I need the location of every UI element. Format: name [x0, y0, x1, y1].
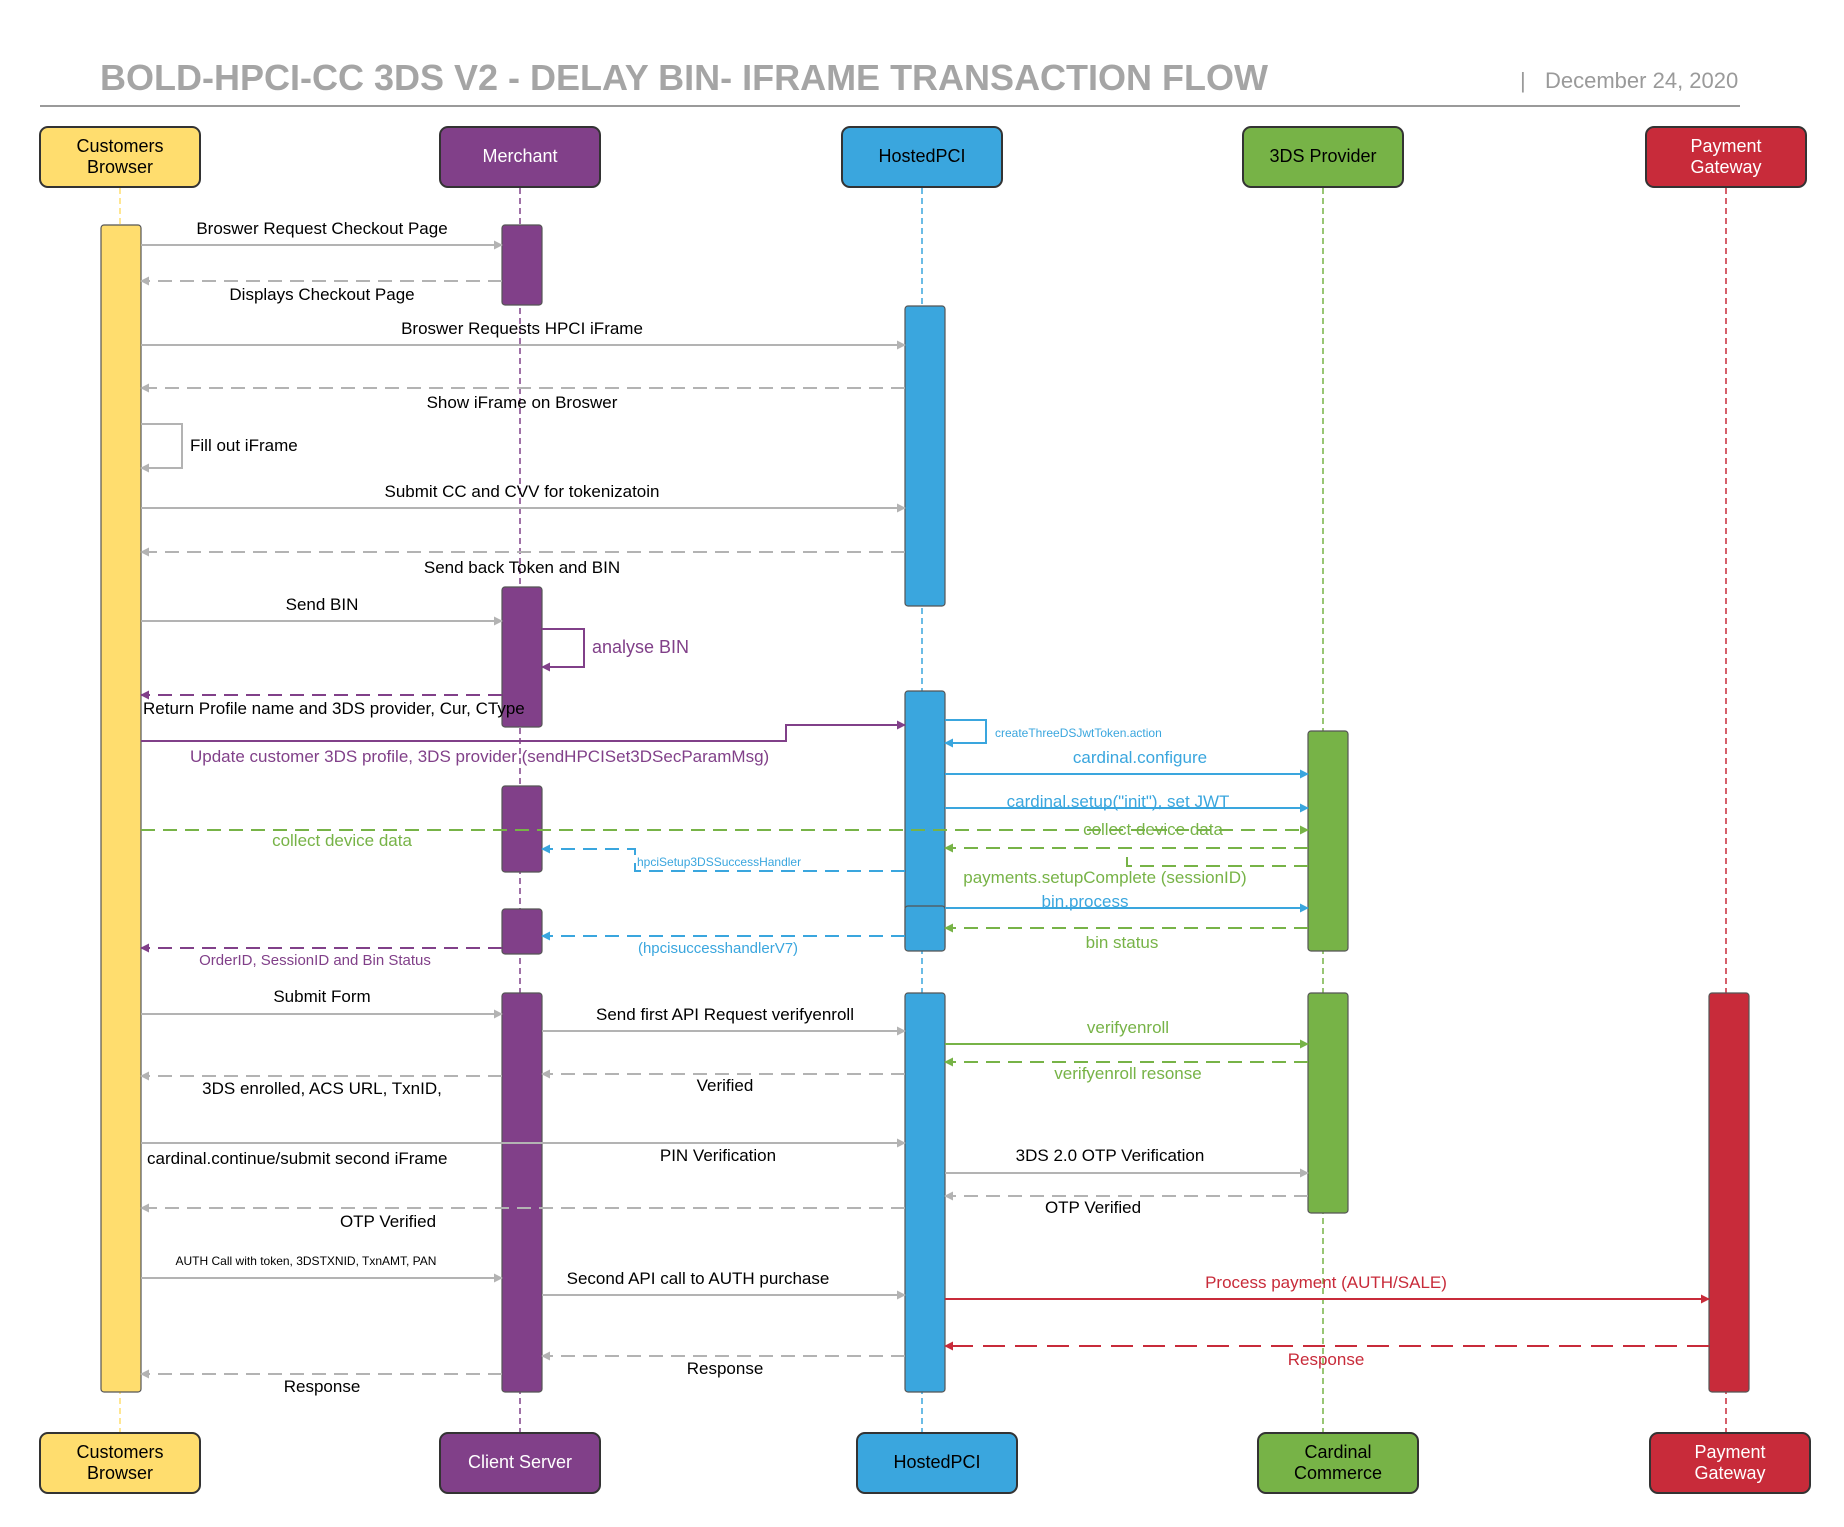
msg-gateway-response-label: Response — [1288, 1350, 1365, 1369]
msg-pin-verification-label: PIN Verification — [660, 1146, 776, 1165]
msg-send-bin-label: Send BIN — [286, 595, 359, 614]
msg-analyse-bin-label: analyse BIN — [592, 637, 689, 657]
msg-analyse-bin-arrow — [541, 628, 585, 672]
participant-hostedpci-bottom: HostedPCI — [856, 1432, 1018, 1494]
activation-merchant-5 — [501, 992, 543, 1393]
activation-gateway — [1708, 992, 1750, 1393]
msg-verifyenroll-label: verifyenroll — [1087, 1018, 1169, 1037]
activation-merchant-1 — [501, 224, 543, 306]
participant-hostedpci-top: HostedPCI — [841, 126, 1003, 188]
svg-text:3DS Provider: 3DS Provider — [1269, 146, 1376, 166]
msg-second-api-call-label: Second API call to AUTH purchase — [567, 1269, 830, 1288]
participant-gateway-bottom: Payment Gateway — [1649, 1432, 1811, 1494]
msg-bin-process-label: bin.process — [1042, 892, 1129, 911]
activation-hostedpci-4 — [904, 992, 946, 1393]
svg-text:Gateway: Gateway — [1690, 157, 1761, 177]
header-separator: | — [1520, 68, 1526, 93]
msg-verified-label: Verified — [697, 1076, 754, 1095]
msg-display-checkout-label: Displays Checkout Page — [229, 285, 414, 304]
svg-text:Customers: Customers — [76, 1442, 163, 1462]
msg-orderid-label: OrderID, SessionID and Bin Status — [199, 952, 431, 969]
msg-cardinal-setup-label: cardinal.setup("init"), set JWT — [1007, 792, 1230, 811]
msg-setup-complete-label: payments.setupComplete (sessionID) — [963, 868, 1246, 887]
msg-return-profile-label: Return Profile name and 3DS provider, Cu… — [143, 699, 525, 718]
svg-text:Merchant: Merchant — [482, 146, 557, 166]
msg-cardinal-continue-label: cardinal.continue/submit second iFrame — [147, 1149, 447, 1168]
participant-cardinal-bottom: Cardinal Commerce — [1257, 1432, 1419, 1494]
participant-browser-top: Customers Browser — [39, 126, 201, 188]
msg-success-handler-v7-label: (hpcisuccesshandlerV7) — [638, 940, 798, 957]
svg-text:Cardinal: Cardinal — [1304, 1442, 1371, 1462]
msg-otp-verified-browser-label: OTP Verified — [340, 1212, 436, 1231]
svg-text:Commerce: Commerce — [1294, 1463, 1382, 1483]
participant-browser-bottom: Customers Browser — [39, 1432, 201, 1494]
activation-provider-1 — [1307, 730, 1349, 952]
activation-merchant-2 — [501, 586, 543, 728]
msg-submit-cc-label: Submit CC and CVV for tokenizatoin — [385, 482, 660, 501]
msg-merchant-response-label: Response — [284, 1377, 361, 1396]
participant-3ds-provider-top: 3DS Provider — [1242, 126, 1404, 188]
participant-merchant-top: Merchant — [439, 126, 601, 188]
svg-text:Customers: Customers — [76, 136, 163, 156]
msg-otp-verified-hpci-label: OTP Verified — [1045, 1198, 1141, 1217]
msg-fill-iframe-label: Fill out iFrame — [190, 436, 298, 455]
header-date: December 24, 2020 — [1545, 68, 1738, 93]
diagram-title: BOLD-HPCI-CC 3DS V2 - DELAY BIN- IFRAME … — [100, 57, 1268, 98]
activation-hostedpci-1 — [904, 305, 946, 607]
svg-text:Client Server: Client Server — [468, 1452, 572, 1472]
svg-text:Gateway: Gateway — [1694, 1463, 1765, 1483]
msg-collect-device-hpci-label: collect device data — [1083, 820, 1223, 839]
msg-token-bin-label: Send back Token and BIN — [424, 558, 620, 577]
msg-bin-status-label: bin status — [1086, 933, 1159, 952]
activation-hostedpci-3 — [904, 905, 946, 952]
msg-request-iframe-label: Broswer Requests HPCI iFrame — [401, 319, 643, 338]
svg-text:Browser: Browser — [87, 1463, 153, 1483]
msg-show-iframe-label: Show iFrame on Broswer — [427, 393, 618, 412]
participant-gateway-top: Payment Gateway — [1645, 126, 1807, 188]
msg-3ds-enrolled-label: 3DS enrolled, ACS URL, TxnID, — [202, 1079, 442, 1098]
msg-verifyenroll-response-label: verifyenroll resonse — [1054, 1064, 1201, 1083]
msg-request-checkout-label: Broswer Request Checkout Page — [196, 219, 447, 238]
msg-otp-verification-label: 3DS 2.0 OTP Verification — [1016, 1146, 1205, 1165]
activation-provider-2 — [1307, 992, 1349, 1214]
msg-cardinal-configure-label: cardinal.configure — [1073, 748, 1207, 767]
msg-setup-complete-arrow — [1126, 857, 1308, 867]
msg-auth-call-label: AUTH Call with token, 3DSTXNID, TxnAMT, … — [176, 1254, 437, 1268]
msg-setup-success-handler-label: hpciSetup3DSSuccessHandler — [637, 855, 801, 869]
activation-merchant-4 — [501, 908, 543, 955]
msg-create-jwt-label: createThreeDSJwtToken.action — [995, 726, 1162, 740]
msg-create-jwt-arrow — [944, 719, 987, 748]
msg-process-payment-label: Process payment (AUTH/SALE) — [1205, 1273, 1447, 1292]
svg-text:HostedPCI: HostedPCI — [893, 1452, 980, 1472]
svg-text:Browser: Browser — [87, 157, 153, 177]
msg-submit-form-label: Submit Form — [273, 987, 370, 1006]
msg-update-profile-arrow — [141, 720, 906, 742]
msg-update-profile-label: Update customer 3DS profile, 3DS provide… — [190, 747, 769, 766]
msg-hpci-response-label: Response — [687, 1359, 764, 1378]
msg-setup-success-handler-arrow — [541, 844, 905, 872]
svg-text:Payment: Payment — [1694, 1442, 1765, 1462]
svg-text:HostedPCI: HostedPCI — [878, 146, 965, 166]
activation-browser — [100, 224, 142, 1393]
msg-verifyenroll-request-label: Send first API Request verifyenroll — [596, 1005, 854, 1024]
svg-text:Payment: Payment — [1690, 136, 1761, 156]
msg-collect-device-browser-label: collect device data — [272, 831, 412, 850]
msg-fill-iframe-arrow — [140, 423, 183, 473]
participant-client-server-bottom: Client Server — [439, 1432, 601, 1494]
